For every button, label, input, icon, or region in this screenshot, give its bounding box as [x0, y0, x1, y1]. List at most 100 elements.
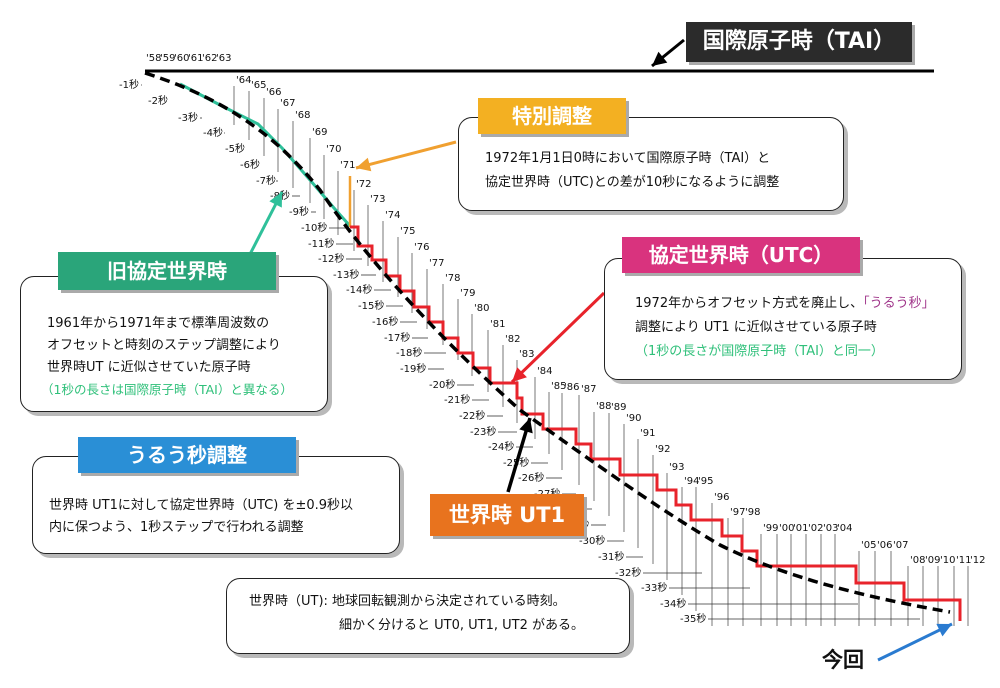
year-label: '93 — [669, 462, 684, 473]
offset-label: -13秒 — [333, 268, 359, 281]
offset-label: -2秒 — [148, 94, 168, 107]
year-label: '60 — [174, 53, 189, 64]
year-label: '63 — [216, 53, 231, 64]
year-label: '69 — [312, 127, 327, 138]
now-arrow-head — [936, 623, 952, 637]
year-label: '89 — [611, 402, 626, 413]
year-label: '66 — [266, 87, 281, 98]
utc-box: 1972年からオフセット方式を廃止し、「うるう秒」 調整により UT1 に近似さ… — [604, 258, 962, 380]
ut-note-line-1: 世界時（UT): 地球回転観測から決定されている時刻。 — [249, 594, 566, 609]
old-utc-line-4: （1秒の長さは国際原子時（TAI）と異なる） — [41, 382, 293, 397]
utc-line-3: （1秒の長さが国際原子時（TAI）と同一） — [635, 344, 884, 359]
offset-label: -22秒 — [459, 409, 485, 422]
year-label: '61 — [188, 53, 203, 64]
old-utc-line-3: 世界時UT に近似させていた原子時 — [47, 360, 251, 375]
year-label: '68 — [295, 110, 310, 121]
offset-label: -10秒 — [301, 221, 327, 234]
offset-label: -11秒 — [308, 237, 334, 250]
year-label: '80 — [474, 303, 489, 314]
old-utc-line-1: 1961年から1971年まで標準周波数の — [47, 316, 270, 331]
offset-label: -16秒 — [372, 315, 398, 328]
year-label: '02 — [808, 523, 823, 534]
now-label: 今回 — [822, 648, 864, 672]
offset-label: -1秒 — [119, 78, 139, 91]
year-label: '96 — [714, 492, 729, 503]
offset-label: -34秒 — [660, 597, 686, 610]
old-utc-arrow-head — [269, 192, 282, 208]
special-arrow — [355, 140, 457, 170]
year-label: '07 — [893, 540, 908, 551]
offset-label: -21秒 — [444, 393, 470, 406]
utc-line-1: 1972年からオフセット方式を廃止し、「うるう秒」 — [635, 293, 935, 315]
year-label: '64 — [236, 75, 251, 86]
special-adjustment-header: 特別調整 — [478, 98, 626, 134]
utc-line-1a: 1972年からオフセット方式を廃止し、 — [635, 296, 864, 311]
year-label: '82 — [505, 334, 520, 345]
utc-arrow-head — [512, 367, 527, 382]
leap-line-1: 世界時 UT1に対して協定世界時（UTC) を±0.9秒以 — [49, 498, 354, 513]
year-label: '78 — [445, 273, 460, 284]
year-label: '09 — [925, 555, 940, 566]
old-utc-line — [179, 82, 352, 227]
year-label: '10 — [940, 555, 955, 566]
year-label: '06 — [877, 540, 892, 551]
utc-step-line — [350, 225, 962, 621]
year-label: '99 — [763, 523, 778, 534]
offset-label: -24秒 — [488, 440, 514, 453]
year-label: '86 — [564, 382, 579, 393]
offset-label: -23秒 — [470, 425, 496, 438]
utc-arrow — [510, 291, 606, 384]
offset-label: -6秒 — [240, 158, 260, 171]
offset-label: -14秒 — [346, 283, 372, 296]
special-line-1: 1972年1月1日0時において国際原子時（TAI）と — [485, 151, 771, 166]
offset-label: -7秒 — [256, 174, 276, 187]
offset-label: -4秒 — [203, 126, 223, 139]
year-label: '72 — [356, 179, 371, 190]
offset-label: -5秒 — [225, 142, 245, 155]
curves — [144, 71, 962, 621]
year-label: '97 — [730, 507, 745, 518]
offset-label: -17秒 — [384, 331, 410, 344]
year-label: '58 — [146, 53, 161, 64]
ut-note-box: 世界時（UT): 地球回転観測から決定されている時刻。 細かく分けると UT0,… — [226, 578, 630, 654]
year-label: '94 — [684, 476, 699, 487]
utc-header: 協定世界時（UTC） — [622, 237, 860, 273]
offset-label: -26秒 — [518, 471, 544, 484]
ut1-arrow-head — [519, 418, 533, 434]
year-label: '05 — [861, 540, 876, 551]
year-label: '71 — [340, 160, 355, 171]
year-label: '70 — [326, 144, 341, 155]
tai-header: 国際原子時（TAI） — [686, 22, 912, 62]
year-label: '95 — [698, 476, 713, 487]
year-label: '81 — [490, 319, 505, 330]
year-label: '74 — [385, 210, 400, 221]
old-utc-line-2: オフセットと時刻のステップ調整により — [47, 338, 281, 353]
year-label: '67 — [280, 98, 295, 109]
year-label: '85 — [551, 381, 566, 392]
year-label: '73 — [370, 194, 385, 205]
year-label: '92 — [655, 444, 670, 455]
offset-label: -19秒 — [400, 362, 426, 375]
year-label: '76 — [414, 242, 429, 253]
year-label: '83 — [519, 349, 534, 360]
special-adjustment-box: 1972年1月1日0時において国際原子時（TAI）と 協定世界時（UTC)との差… — [458, 117, 844, 211]
year-label: '08 — [910, 555, 925, 566]
offset-label: -35秒 — [680, 612, 706, 625]
offset-label: -18秒 — [396, 346, 422, 359]
year-label: '79 — [460, 288, 475, 299]
year-label: '77 — [429, 258, 444, 269]
year-label: '03 — [823, 523, 838, 534]
offset-label: -20秒 — [429, 378, 455, 391]
year-label: '87 — [581, 384, 596, 395]
arrows — [244, 38, 953, 662]
year-label: '00 — [779, 523, 794, 534]
year-label: '59 — [160, 53, 175, 64]
ut-note-line-2: 細かく分けると UT0, UT1, UT2 がある。 — [339, 618, 584, 633]
year-label: '91 — [640, 428, 655, 439]
year-label: '75 — [400, 226, 415, 237]
utc-line-1b: 「うるう秒」 — [863, 296, 935, 311]
offset-label: -3秒 — [178, 111, 198, 124]
special-arrow-head — [356, 157, 372, 172]
year-label: '12 — [970, 555, 985, 566]
leap-second-header: うるう秒調整 — [78, 437, 296, 473]
